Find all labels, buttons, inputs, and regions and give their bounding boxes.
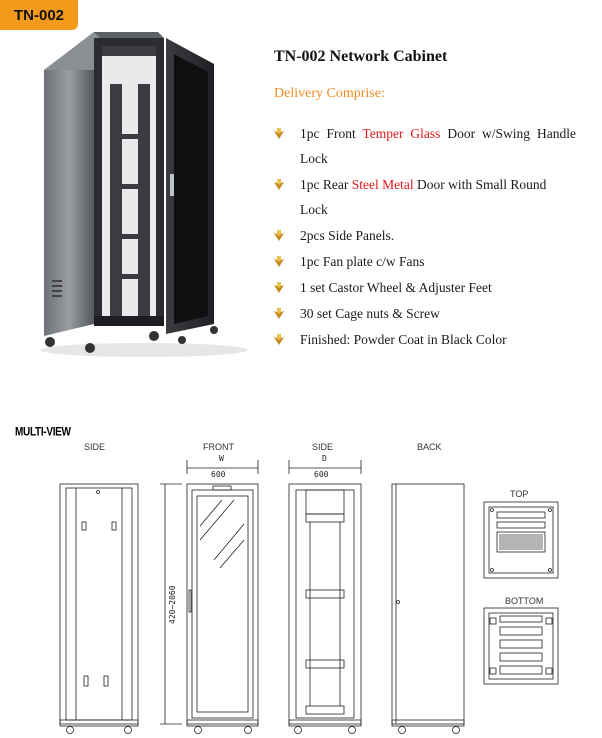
back-view-drawing: [391, 483, 465, 734]
height-dimension: 420~2060: [168, 585, 177, 624]
front-width-value: 600: [211, 470, 226, 479]
front-width-letter: W: [219, 454, 224, 463]
front-view-label: FRONT: [203, 442, 234, 452]
bottom-view-drawing: [483, 607, 559, 685]
product-code: TN-002: [13, 6, 65, 24]
product-code-badge: TN-002: [0, 0, 78, 30]
feature-item: 2pcs Side Panels.: [270, 223, 576, 248]
product-title: TN-002 Network Cabinet: [274, 48, 448, 65]
feature-item: Finished: Powder Coat in Black Color: [270, 327, 576, 352]
feature-list: 1pc Front Temper Glass Door w/Swing Hand…: [270, 121, 576, 353]
front-view-drawing: [160, 460, 259, 734]
feature-item: 1pc Front Temper Glass Door w/Swing Hand…: [270, 121, 576, 171]
feature-item: 1 set Castor Wheel & Adjuster Feet: [270, 275, 576, 300]
side-view-drawing: [59, 483, 139, 734]
feature-item: 1pc Rear Steel Metal Door with Small Rou…: [270, 172, 576, 222]
bullet-arrow-icon: [274, 256, 284, 267]
bullet-arrow-icon: [274, 308, 284, 319]
side-view-label-2: SIDE: [312, 442, 334, 452]
bullet-arrow-icon: [274, 334, 284, 345]
back-view-label: BACK: [417, 442, 442, 452]
side-view-label: SIDE: [84, 442, 106, 452]
bullet-arrow-icon: [274, 128, 284, 139]
side-depth-value: 600: [314, 470, 329, 479]
top-view-drawing: [483, 501, 559, 579]
feature-item: 1pc Fan plate c/w Fans: [270, 249, 576, 274]
bullet-arrow-icon: [274, 230, 284, 241]
multi-view-heading: MULTI-VIEW: [15, 425, 71, 440]
side-depth-letter: D: [322, 454, 327, 463]
bottom-view-label: BOTTOM: [505, 596, 544, 606]
bullet-arrow-icon: [274, 179, 284, 190]
side-frame-drawing: [288, 460, 362, 734]
cabinet-photo: [40, 32, 248, 357]
top-view-label: TOP: [510, 489, 529, 499]
bullet-arrow-icon: [274, 282, 284, 293]
delivery-heading: Delivery Comprise:: [274, 86, 385, 101]
feature-item: 30 set Cage nuts & Screw: [270, 301, 576, 326]
